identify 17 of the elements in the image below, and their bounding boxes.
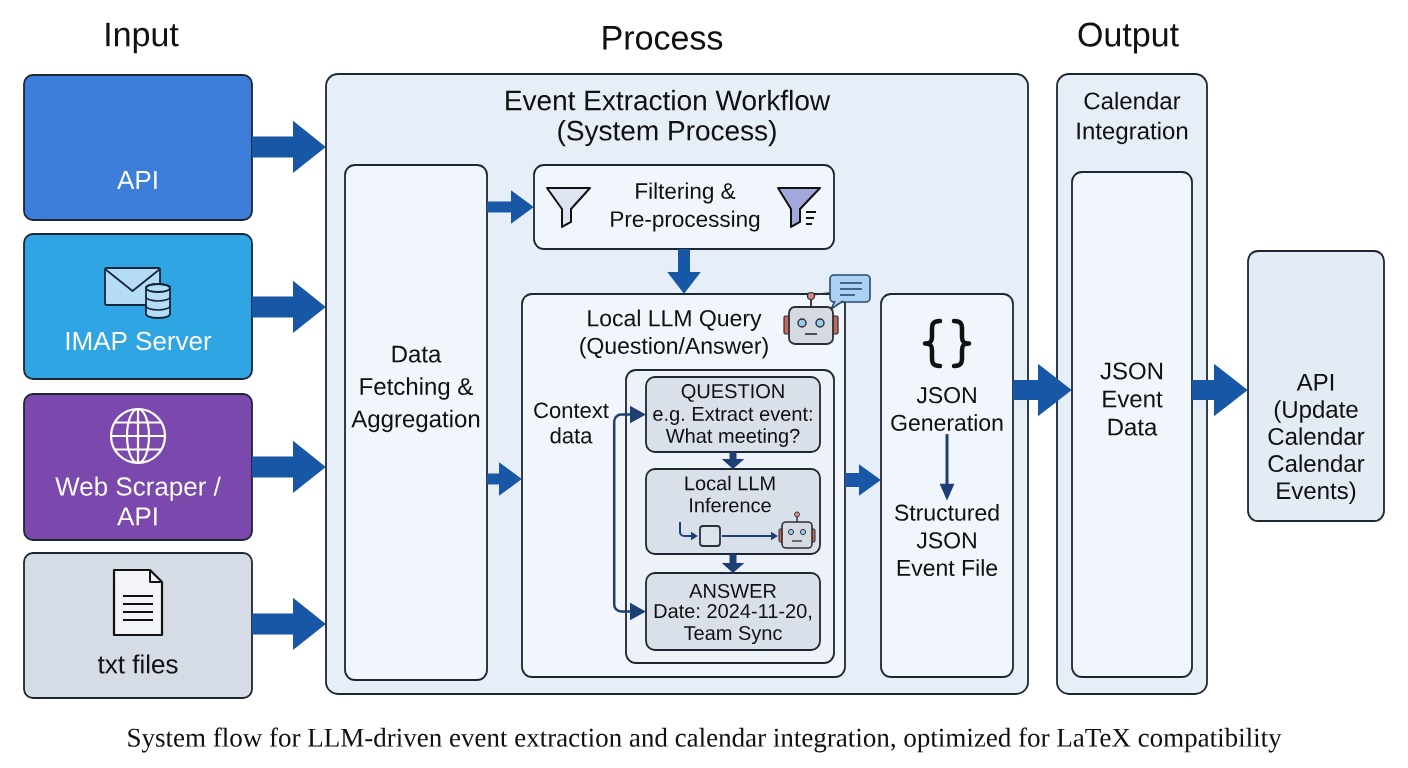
caption: System flow for LLM-driven event extraction and calendar integration, optimized for LaTeX compatibility <box>128 727 1282 753</box>
input-box: Web Scraper / API <box>23 393 253 541</box>
text-label: Structured JSON Event File <box>895 503 999 577</box>
output-box: API (Update Calendar Calendar Events) <box>1247 250 1385 522</box>
column-heading: Process <box>603 26 723 50</box>
process-box: Filtering & Pre-processing <box>533 164 835 250</box>
step-box: ANSWER Date: 2024-11-20, Team Sync <box>645 572 821 651</box>
input-box: IMAP Server <box>23 233 253 380</box>
input-box: txt files <box>23 552 253 699</box>
text-label: Context data <box>534 402 609 444</box>
process-box: Data Fetching & Aggregation <box>344 164 488 681</box>
input-box: API <box>23 74 253 221</box>
column-heading: Output <box>1078 22 1179 54</box>
process-box <box>880 293 1014 678</box>
step-box: QUESTION e.g. Extract event: What meeting? <box>645 376 821 453</box>
text-label: JSON Generation <box>891 387 1003 431</box>
process-box: JSON Event Data <box>1071 171 1193 678</box>
